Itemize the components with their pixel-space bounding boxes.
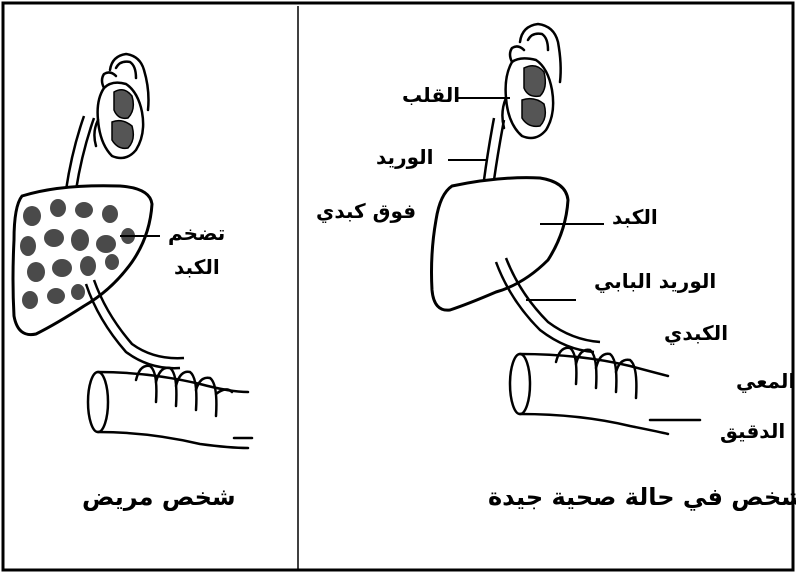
healthy-liver bbox=[430, 176, 570, 312]
sick-portal-vein bbox=[84, 279, 185, 370]
healthy-hepatic-vein bbox=[482, 117, 506, 181]
label-small-intestine-line1: المعي bbox=[736, 369, 796, 393]
caption-sick: شخص مريض bbox=[82, 483, 236, 511]
sick-heart bbox=[93, 52, 150, 160]
label-heart: القلب bbox=[402, 83, 461, 107]
healthy-heart-chambers bbox=[521, 65, 547, 128]
sick-liver-spots bbox=[20, 199, 135, 309]
label-portal-vein-line2: الكبدي bbox=[664, 321, 729, 345]
label-liver: الكبد bbox=[612, 205, 658, 229]
label-small-intestine-line2: الدقيق bbox=[720, 419, 786, 443]
sick-heart-chambers bbox=[111, 89, 135, 150]
label-portal-vein-line1: الوريد البابي bbox=[594, 269, 717, 293]
sick-hepatic-vein bbox=[64, 115, 96, 191]
healthy-intestine bbox=[508, 346, 702, 436]
label-hepatic-vein-line1: الوريد bbox=[376, 145, 434, 169]
healthy-portal-vein bbox=[494, 257, 601, 354]
label-liver-enlargement-line2: الكبد bbox=[174, 255, 220, 279]
sick-intestine bbox=[86, 364, 254, 450]
caption-healthy: شخص في حالة صحية جيدة bbox=[488, 483, 796, 511]
label-hepatic-vein-line2: فوق كبدي bbox=[316, 199, 417, 223]
label-liver-enlargement-line1: تضخم bbox=[168, 221, 226, 245]
